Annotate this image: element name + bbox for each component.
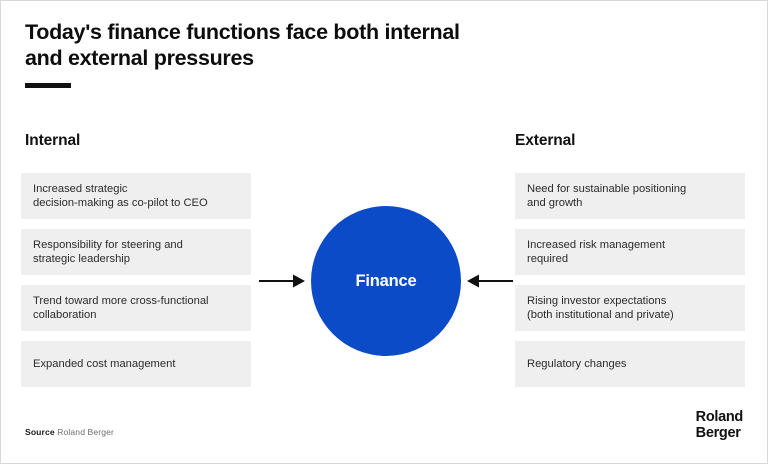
title-block: Today's finance functions face both inte…	[25, 19, 585, 88]
list-item-label: Need for sustainable positioning and gro…	[527, 182, 687, 210]
finance-center-node: Finance	[311, 206, 461, 356]
roland-berger-logo: Roland Berger	[695, 409, 744, 441]
list-item: Regulatory changes	[515, 341, 745, 387]
list-item-label: Trend toward more cross-functional colla…	[33, 294, 209, 322]
list-item-label: Responsibility for steering and strategi…	[33, 238, 183, 266]
column-heading-external: External	[515, 132, 576, 149]
external-pressures-list: Need for sustainable positioning and gro…	[515, 173, 745, 387]
arrow-left-icon	[467, 274, 513, 288]
page-title: Today's finance functions face both inte…	[25, 20, 460, 70]
list-item: Increased risk management required	[515, 229, 745, 275]
source-label: Source	[25, 427, 55, 437]
source-value: Roland Berger	[57, 427, 114, 437]
list-item-label: Increased risk management required	[527, 238, 666, 266]
finance-center-label: Finance	[355, 271, 417, 290]
internal-pressures-list: Increased strategic decision-making as c…	[21, 173, 251, 387]
logo-line-2: Berger	[695, 424, 741, 441]
source-note: Source Roland Berger	[25, 427, 114, 437]
list-item-label: Regulatory changes	[527, 357, 627, 370]
logo-line-1: Roland	[695, 409, 744, 425]
column-heading-internal: Internal	[25, 132, 81, 149]
list-item: Trend toward more cross-functional colla…	[21, 285, 251, 331]
list-item: Expanded cost management	[21, 341, 251, 387]
list-item: Responsibility for steering and strategi…	[21, 229, 251, 275]
list-item-label: Increased strategic decision-making as c…	[33, 182, 208, 210]
list-item: Need for sustainable positioning and gro…	[515, 173, 745, 219]
list-item: Rising investor expectations (both insti…	[515, 285, 745, 331]
list-item-label: Expanded cost management	[33, 357, 176, 370]
arrow-right-icon	[259, 274, 305, 288]
title-accent-rule	[25, 83, 71, 88]
list-item: Increased strategic decision-making as c…	[21, 173, 251, 219]
list-item-label: Rising investor expectations (both insti…	[527, 294, 674, 322]
